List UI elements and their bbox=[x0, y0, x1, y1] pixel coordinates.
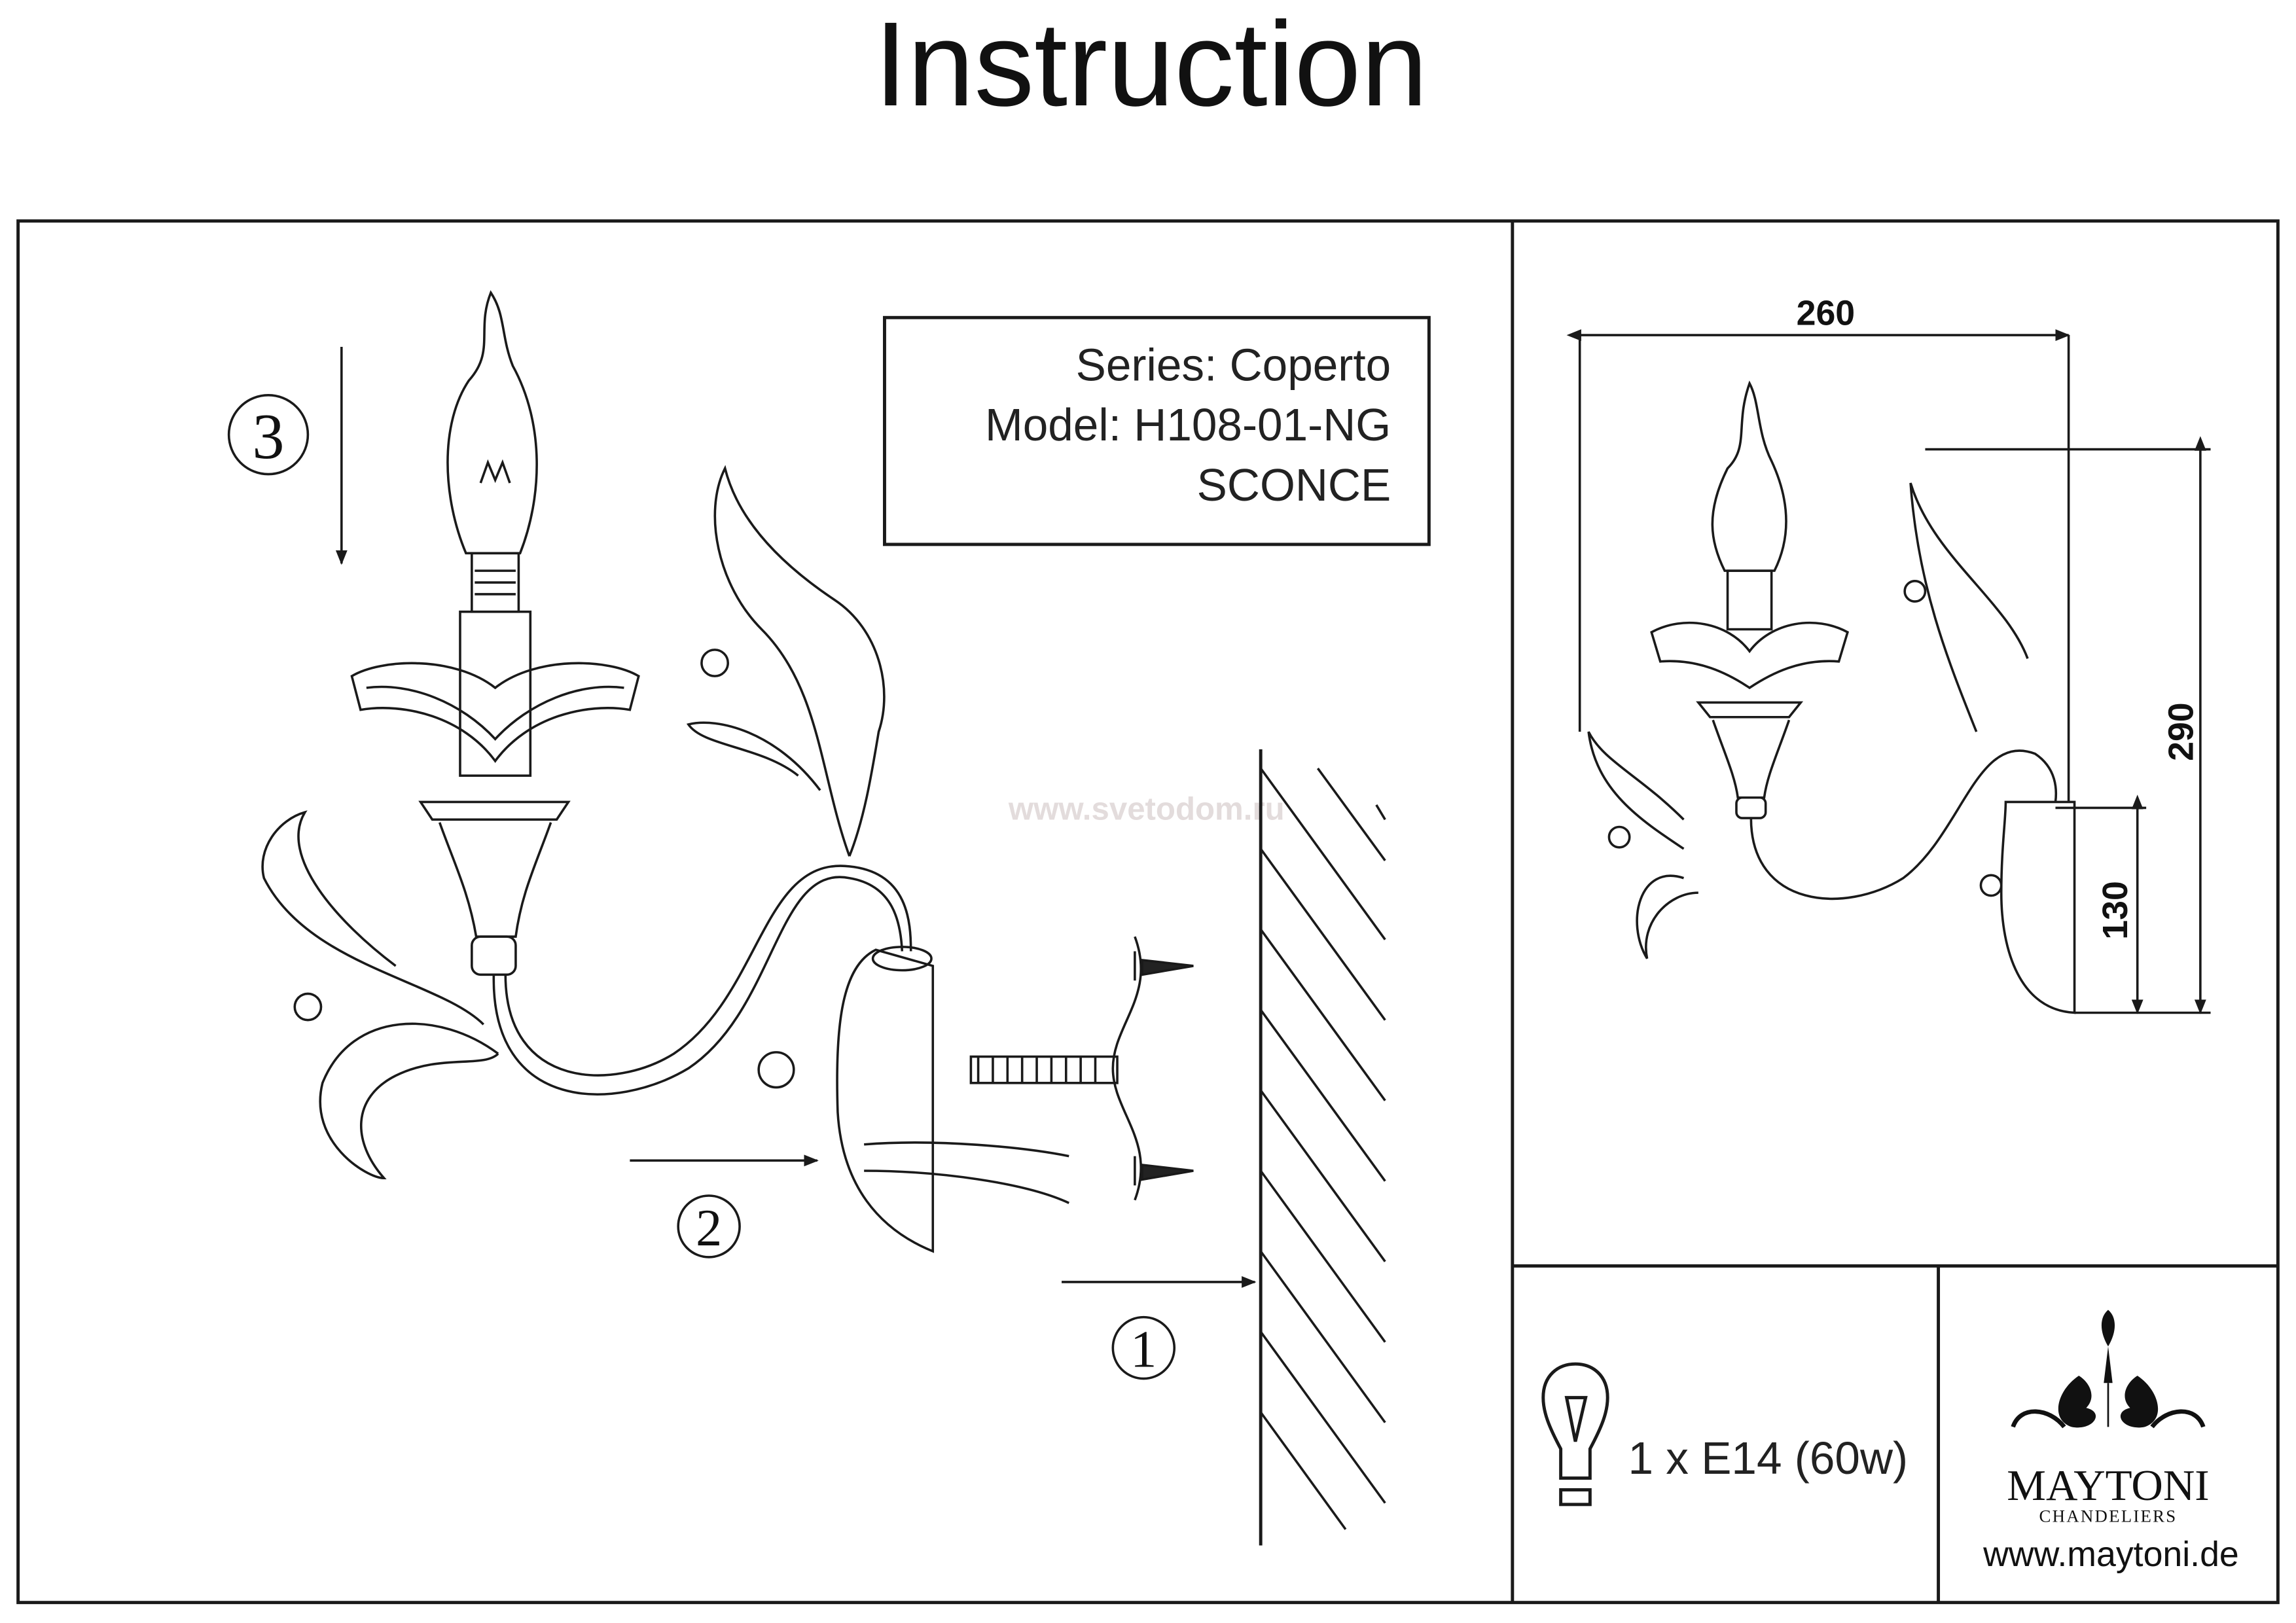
watermark: www.svetodom.ru bbox=[1008, 791, 1285, 827]
svg-text:260: 260 bbox=[1797, 293, 1856, 332]
dimension-width: 260 bbox=[1566, 293, 2070, 802]
sconce-exploded-drawing bbox=[261, 290, 1194, 1253]
svg-text:3: 3 bbox=[252, 401, 284, 473]
sconce-dimension-drawing bbox=[1587, 380, 2076, 1014]
dimension-mount-height: 130 bbox=[2055, 794, 2147, 1014]
svg-text:290: 290 bbox=[2162, 702, 2201, 761]
svg-text:1: 1 bbox=[1130, 1321, 1157, 1379]
svg-text:130: 130 bbox=[2096, 881, 2135, 940]
bulb-spec: 1 x E14 (60w) bbox=[1628, 1433, 1908, 1484]
brand-url[interactable]: www.maytoni.de bbox=[1982, 1535, 2239, 1574]
model-label: Model: H108-01-NG bbox=[985, 399, 1391, 450]
brand-sub: CHANDELIERS bbox=[2039, 1507, 2178, 1526]
step-3: 3 bbox=[227, 346, 348, 565]
step-1: 1 bbox=[1062, 1276, 1257, 1380]
brand-name: MAYTONI bbox=[2007, 1461, 2209, 1510]
step-2: 2 bbox=[630, 1154, 819, 1258]
page-title: Instruction bbox=[874, 0, 1428, 131]
bulb-icon bbox=[1541, 1362, 1609, 1507]
type-label: SCONCE bbox=[1197, 459, 1391, 510]
series-label: Series: Coperto bbox=[1076, 339, 1391, 390]
maytoni-logo: MAYTONI CHANDELIERS bbox=[2007, 1310, 2210, 1526]
dimension-height: 290 bbox=[1925, 436, 2211, 1014]
wall bbox=[1259, 749, 1386, 1546]
info-box: Series: Coperto Model: H108-01-NG SCONCE bbox=[883, 315, 1431, 546]
outer-frame bbox=[16, 219, 2280, 1605]
svg-text:2: 2 bbox=[696, 1199, 722, 1257]
